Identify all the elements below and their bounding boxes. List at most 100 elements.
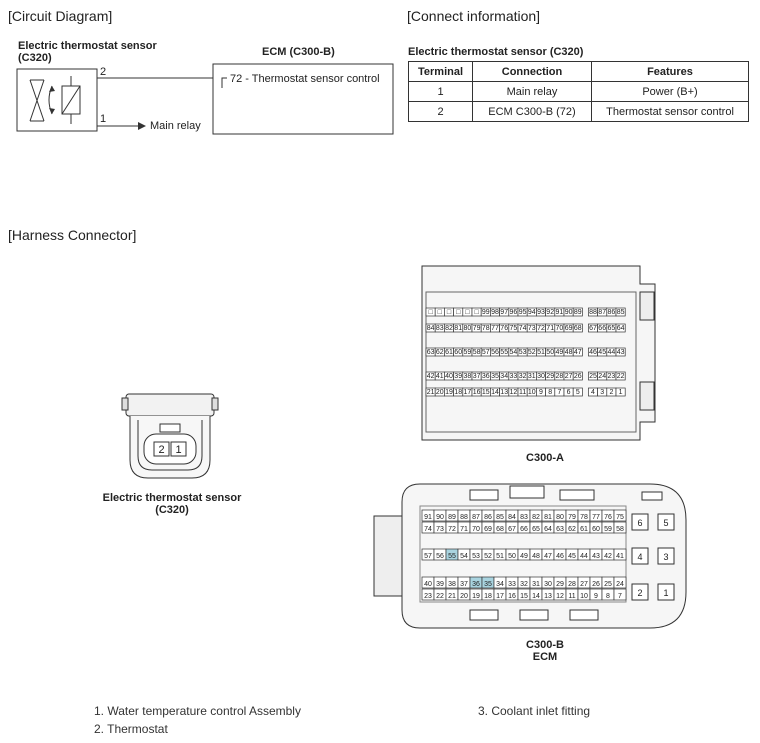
c300a-pin-label: 23: [608, 373, 616, 380]
c320-pin-1-label: 1: [175, 444, 181, 456]
c300a-pin-label: 87: [598, 309, 606, 316]
c300b-pin-label: 33: [508, 581, 516, 588]
c300a-pin-label: 44: [608, 349, 616, 356]
c300b-pin-label: 78: [580, 514, 588, 521]
c300b-pin-label: 87: [472, 514, 480, 521]
c300a-pin-label: 17: [464, 389, 472, 396]
c300b-pin-label: 24: [616, 581, 624, 588]
c300a-pin-label: 82: [445, 325, 453, 332]
c300b-pin-label: 85: [496, 514, 504, 521]
c300a-pin: [615, 371, 626, 381]
c300a-pin-label: 37: [473, 373, 481, 380]
c300b-pin-label: 8: [606, 593, 610, 600]
c300b-pin-label: 17: [496, 593, 504, 600]
c300b-pin-label: 16: [508, 593, 516, 600]
arrow-icon: [138, 122, 146, 130]
c300b-pin-label: 54: [460, 553, 468, 560]
harness-connector-title: [Harness Connector]: [8, 227, 137, 243]
c300b-pin-label: 74: [424, 526, 432, 533]
c300b-pin-label: 76: [604, 514, 612, 521]
c300b-pin-label: 30: [544, 581, 552, 588]
c300b-pin: [613, 588, 627, 601]
legend-item-3: 3. Coolant inlet fitting: [478, 704, 591, 718]
c300a-pin-label: 57: [482, 349, 490, 356]
c300b-pin-label: 72: [448, 526, 456, 533]
c300b-pin-label: 39: [436, 581, 444, 588]
c300b-pin-label: 79: [568, 514, 576, 521]
sensor-connector-caption-line2: (C320): [155, 504, 189, 516]
c300b-side-pin: [631, 547, 649, 565]
c300b-pin-label: 12: [556, 593, 564, 600]
c300a-pin-label: □: [456, 309, 461, 316]
c300b-pin-label: 34: [496, 581, 504, 588]
c300b-pin-label: 11: [568, 593, 575, 600]
c300b-pin-label: 23: [424, 593, 432, 600]
c300a-pin-label: 75: [510, 325, 518, 332]
c300b-pin-label: 31: [532, 581, 540, 588]
c300b-side-pin-label: 4: [637, 552, 642, 562]
c300a-pin: [572, 387, 583, 397]
circuit-diagram-title: [Circuit Diagram]: [8, 8, 113, 24]
c300b-pin-label: 26: [592, 581, 600, 588]
c300a-pin-label: 34: [500, 373, 508, 380]
ecm-title: ECM (C300-B): [262, 46, 335, 58]
cell-connection: Main relay: [472, 81, 592, 102]
c300b-pin-label: 83: [520, 514, 528, 521]
c300b-caption-line1: C300-B: [526, 639, 564, 651]
c300a-pin-label: 19: [445, 389, 453, 396]
c300b-pin-label: 20: [460, 593, 468, 600]
ecm-box: [212, 63, 394, 135]
cell-features: Power (B+): [591, 81, 749, 102]
cell-terminal: 2: [408, 101, 473, 122]
c300a-pin-label: 29: [546, 373, 554, 380]
c300a-pin-label: 14: [491, 389, 499, 396]
c300a-pin-label: 28: [556, 373, 564, 380]
c300a-pin-label: 2: [609, 389, 613, 396]
c300a-pin-label: 53: [519, 349, 527, 356]
c300a-pin-label: 88: [589, 309, 597, 316]
c300a-pin: [615, 307, 626, 317]
c300b-pin-label: 71: [460, 526, 468, 533]
c300b-pin-label: 57: [424, 553, 432, 560]
c300a-pin-label: 12: [510, 389, 518, 396]
c300b-pin-label: 65: [532, 526, 540, 533]
c300a-pin-label: 27: [565, 373, 573, 380]
c300a-pin-label: 84: [427, 325, 435, 332]
table-row: 1 Main relay Power (B+): [408, 81, 749, 102]
c300a-pin-label: 61: [445, 349, 453, 356]
c300b-pin-label: 37: [460, 581, 468, 588]
c300a-pin-label: 77: [491, 325, 499, 332]
c300b-pin-label: 53: [472, 553, 480, 560]
header-connection: Connection: [472, 61, 592, 82]
c300b-pin-label: 19: [472, 593, 480, 600]
c300a-pin-label: □: [447, 309, 452, 316]
sensor-box: [16, 68, 98, 132]
c300a-pin-label: □: [438, 309, 443, 316]
c300a-pin-label: 46: [589, 349, 597, 356]
c320-pin-2-label: 2: [158, 444, 164, 456]
c300b-pin-label: 82: [532, 514, 540, 521]
c300b-pin-label: 36: [472, 581, 480, 588]
c300b-pin-label: 47: [544, 553, 552, 560]
c300a-pin-label: 73: [528, 325, 536, 332]
c320-pin-1: [170, 441, 187, 457]
c300a-pin-label: 16: [473, 389, 481, 396]
table-row: 2 ECM C300-B (72) Thermostat sensor cont…: [408, 101, 749, 122]
c300a-pin-label: 35: [491, 373, 499, 380]
legend-item-1: 1. Water temperature control Assembly: [94, 704, 301, 718]
c300a-pin-label: 90: [565, 309, 573, 316]
c300a-pin-label: 49: [556, 349, 564, 356]
c300a-pin: [615, 347, 626, 357]
c300a-pin-label: 71: [546, 325, 554, 332]
c300a-pin-label: 54: [510, 349, 518, 356]
c300a-pin-label: 65: [608, 325, 616, 332]
c300a-pin-label: 62: [436, 349, 444, 356]
c300b-side-pin: [631, 583, 649, 601]
c300a-pin-label: 98: [491, 309, 499, 316]
table-header-row: Terminal Connection Features: [408, 61, 749, 82]
c300a-pin-label: 52: [528, 349, 536, 356]
c300b-pin-label: 56: [436, 553, 444, 560]
c300b-pin-label: 69: [484, 526, 492, 533]
thermostat-sensor-symbol: [29, 76, 81, 124]
c300a-pin-label: 7: [557, 389, 561, 396]
